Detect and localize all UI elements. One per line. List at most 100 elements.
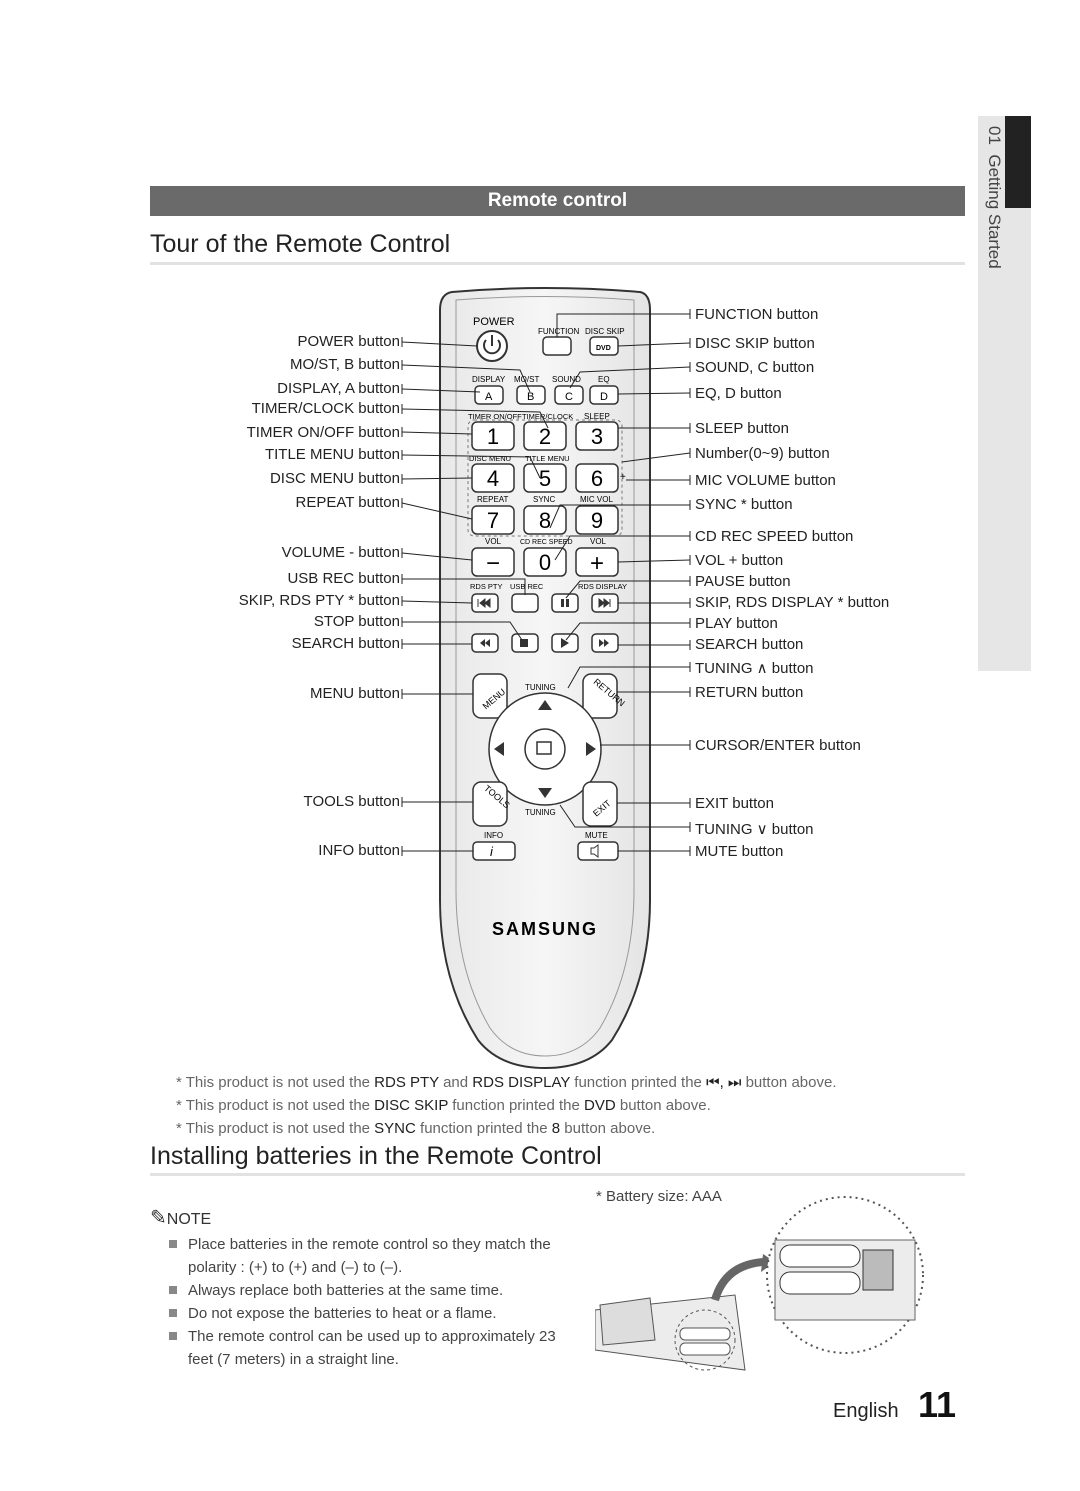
number-keys: 1 2 3 4 5 6 7 8 9 0 — [471, 421, 619, 577]
mute-key-label: MUTE — [585, 831, 608, 840]
label-sleep-button: SLEEP button — [695, 420, 789, 437]
digit-0: 0 — [539, 550, 551, 575]
footnote-sync: * This product is not used the SYNC func… — [176, 1120, 656, 1137]
transport-keys-row1 — [471, 593, 619, 613]
battery-small — [679, 1327, 731, 1341]
label-usb-rec-button: USB REC button — [287, 570, 400, 587]
dvd-key-label: DVD — [596, 345, 611, 352]
display-key-label: DISPLAY — [472, 375, 506, 384]
digit-7: 7 — [487, 508, 499, 533]
digit-5: 5 — [539, 466, 551, 491]
mic-plus-label: + — [620, 472, 626, 483]
page-heading-tour: Tour of the Remote Control — [150, 230, 451, 258]
label-search-right-button: SEARCH button — [695, 636, 804, 653]
battery-size: * Battery size: AAA — [596, 1188, 722, 1205]
footnote-rds: * This product is not used the RDS PTY a… — [176, 1074, 837, 1091]
label-vol-plus-button: VOL + button — [695, 552, 784, 569]
label-play-button: PLAY button — [695, 615, 778, 632]
enter-key — [524, 728, 566, 770]
label-repeat-button: REPEAT button — [295, 494, 400, 511]
label-disc-menu-button: DISC MENU button — [269, 470, 400, 487]
digit-6: 6 — [591, 466, 603, 491]
b-key-label: B — [527, 391, 534, 403]
return-key — [582, 673, 618, 719]
label-most-button: MO/ST, B button — [289, 356, 400, 373]
exit-key — [582, 781, 618, 827]
vol-plus-symbol: + — [590, 550, 604, 577]
remote-body — [439, 287, 651, 1070]
label-timer-clock-button: TIMER/CLOCK button — [251, 400, 400, 417]
note-item: Do not expose the batteries to heat or a… — [169, 1302, 568, 1325]
digit-8: 8 — [539, 508, 551, 533]
mute-icon — [590, 844, 599, 858]
label-display-button: DISPLAY, A button — [277, 380, 400, 397]
battery-large — [779, 1271, 861, 1295]
vol-minus-symbol: − — [486, 550, 500, 577]
label-tuning-up-button: TUNING ∧ button — [695, 660, 814, 677]
label-eq-button: EQ, D button — [695, 385, 782, 402]
label-skip-rds-display-button: SKIP, RDS DISPLAY * button — [695, 594, 890, 611]
label-power-button: POWER button — [297, 333, 400, 350]
c-key-label: C — [565, 391, 573, 403]
chapter-number: 01 — [985, 126, 1004, 145]
sync-key-label: SYNC — [533, 495, 555, 504]
battery-small — [679, 1342, 731, 1356]
label-timer-onoff-button: TIMER ON/OFF button — [246, 424, 400, 441]
label-sound-button: SOUND, C button — [695, 359, 815, 376]
power-key-label: POWER — [473, 316, 515, 328]
cd-rec-speed-key-label: CD REC SPEED — [520, 539, 573, 546]
function-key-label: FUNCTION — [538, 327, 580, 336]
page-heading-batteries: Installing batteries in the Remote Contr… — [150, 1142, 602, 1170]
disc-skip-key-label: DISC SKIP — [585, 327, 625, 336]
pencil-icon: ✎ — [150, 1207, 167, 1229]
label-title-menu-button: TITLE MENU button — [264, 446, 400, 463]
note-item: The remote control can be used up to app… — [169, 1325, 568, 1371]
label-search-left-button: SEARCH button — [291, 635, 400, 652]
section-bar: Remote control — [150, 186, 965, 216]
label-info-button: INFO button — [318, 842, 400, 859]
footnote-disc-skip: * This product is not used the DISC SKIP… — [176, 1097, 711, 1114]
function-key — [542, 336, 572, 356]
power-icon — [483, 339, 501, 355]
timer-clock-key-label: TIMER/CLOCK — [522, 412, 573, 421]
label-sync-button: SYNC * button — [695, 496, 793, 513]
info-key-label: INFO — [484, 831, 503, 840]
d-key-label: D — [600, 391, 608, 403]
brand-logo: SAMSUNG — [492, 919, 598, 939]
digit-9: 9 — [591, 508, 603, 533]
abcd-keys: A B C D — [474, 385, 619, 405]
digit-1: 1 — [487, 424, 499, 449]
battery-large — [779, 1244, 861, 1268]
heading-rule-batteries — [150, 1173, 965, 1176]
label-pause-button: PAUSE button — [695, 573, 791, 590]
label-disc-skip-button: DISC SKIP button — [695, 335, 815, 352]
chapter-title: Getting Started — [985, 154, 1004, 269]
label-cursor-enter-button: CURSOR/ENTER button — [695, 737, 861, 754]
rds-display-key-label: RDS DISPLAY — [578, 582, 627, 591]
label-exit-button: EXIT button — [695, 795, 774, 812]
most-key-label: MO/ST — [514, 375, 539, 384]
repeat-key-label: REPEAT — [477, 495, 509, 504]
label-tools-button: TOOLS button — [303, 793, 400, 810]
note-item: Always replace both batteries at the sam… — [169, 1279, 568, 1302]
label-number-button: Number(0~9) button — [695, 445, 830, 462]
digit-3: 3 — [591, 424, 603, 449]
rds-pty-key-label: RDS PTY — [470, 582, 503, 591]
remote-illustration: POWER FUNCTION DISC SKIP DVD DISPLAY MO/… — [401, 287, 691, 1070]
footer-language: English — [833, 1400, 899, 1422]
label-cd-rec-speed-button: CD REC SPEED button — [695, 528, 854, 545]
tuning-down-label: TUNING — [525, 808, 556, 817]
digit-2: 2 — [539, 424, 551, 449]
eq-key-label: EQ — [598, 375, 610, 384]
chapter-side-tab — [978, 116, 1031, 671]
usb-rec-key-label: USB REC — [510, 582, 544, 591]
sound-key-label: SOUND — [552, 375, 581, 384]
transport-keys-row2 — [471, 633, 619, 653]
battery-cover — [599, 1297, 656, 1346]
disc-menu-key-label: DISC MENU — [469, 454, 511, 463]
battery-illustration — [595, 1196, 924, 1371]
digit-4: 4 — [487, 466, 499, 491]
vol-minus-key — [471, 547, 515, 577]
label-stop-button: STOP button — [313, 613, 400, 630]
title-menu-key-label: TITLE MENU — [525, 454, 570, 463]
